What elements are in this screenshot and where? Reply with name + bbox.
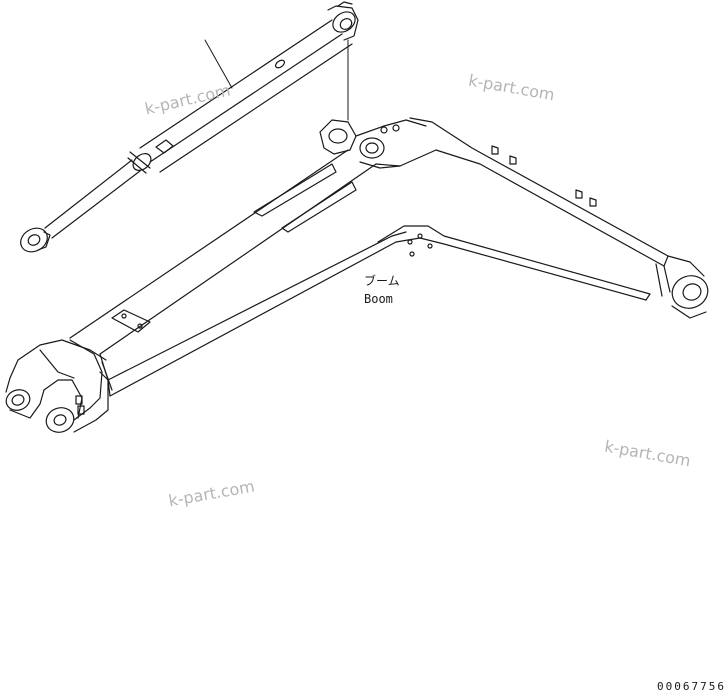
document-number: 00067756: [657, 680, 726, 693]
boom-cylinder: [20, 1, 359, 253]
part-label-en: Boom: [364, 292, 393, 306]
boom: [5, 117, 709, 433]
part-label-jp: ブーム: [364, 274, 400, 288]
